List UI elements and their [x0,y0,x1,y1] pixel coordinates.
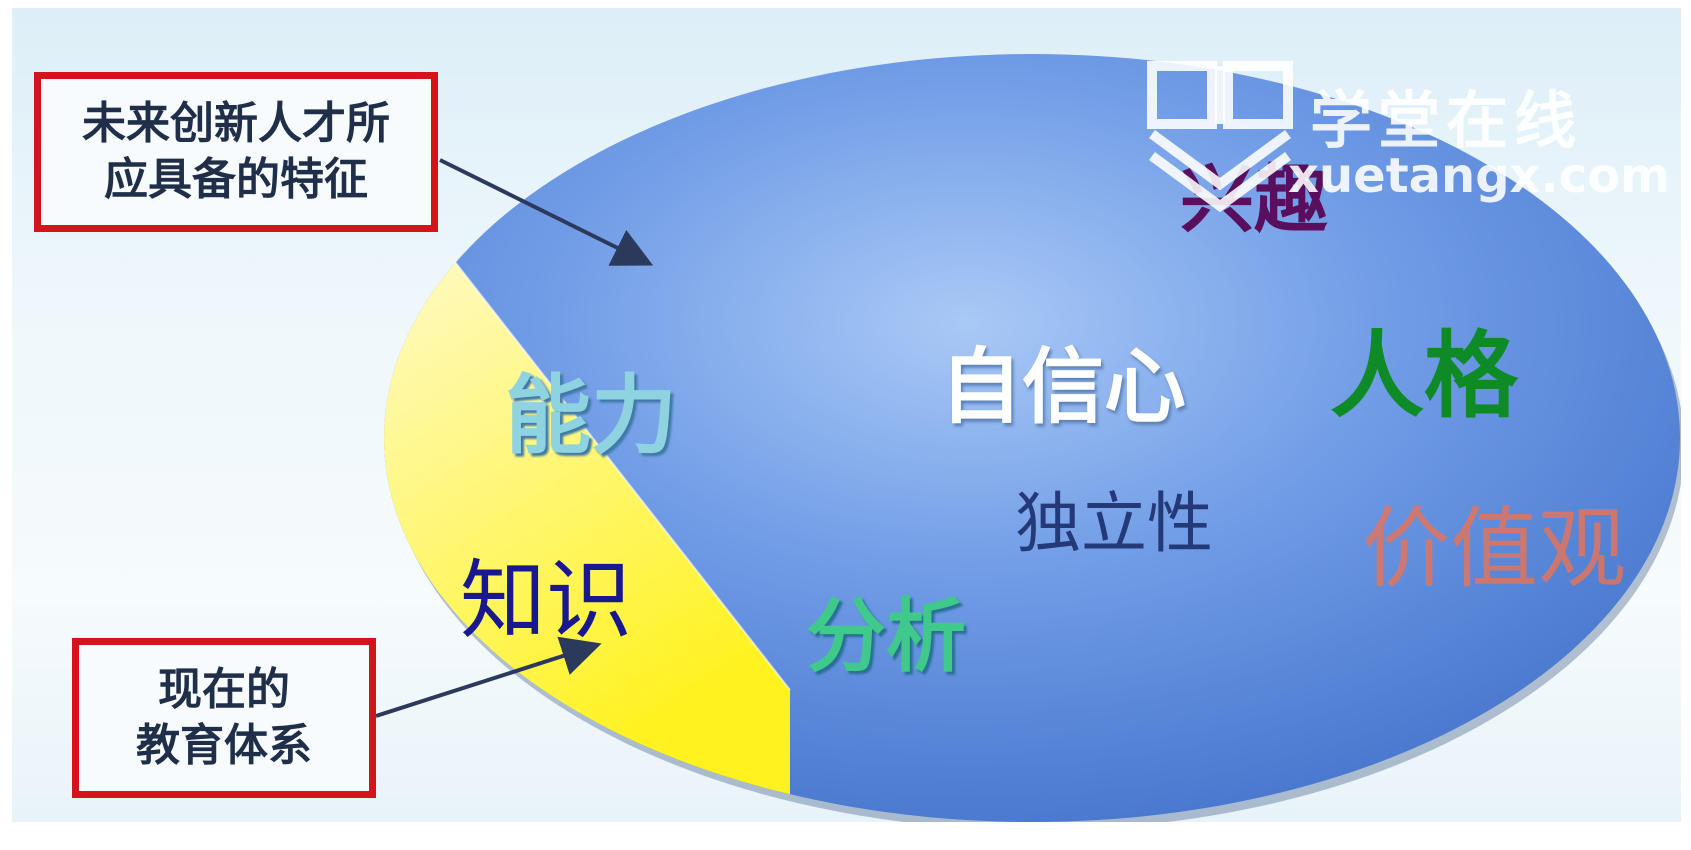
word-ability: 能力 [505,366,677,466]
frame-top-border [0,0,1691,8]
frame-left-border [0,0,12,850]
word-independence: 独立性 [1015,485,1213,562]
frame-bottom-border [0,822,1691,850]
education-label-line-2: 教育体系 [136,720,312,771]
word-analysis: 分析 [806,590,966,683]
frame-right-border [1681,0,1691,850]
education-arrow [375,636,602,718]
watermark-name: 学堂在线 [1310,84,1583,157]
future-label-line-2: 应具备的特征 [104,154,368,205]
word-confidence: 自信心 [940,340,1187,435]
xuetangx-watermark: 学堂在线 xuetangx.com [1140,52,1670,213]
future-talent-label-box: 未来创新人才所 应具备的特征 [34,72,438,232]
watermark-url: xuetangx.com [1288,148,1671,204]
future-label-line-1: 未来创新人才所 [82,98,390,149]
segment-divider [454,261,791,691]
word-knowledge: 知识 [460,551,632,651]
education-system-label-box: 现在的 教育体系 [72,638,376,798]
future-arrow [439,158,654,266]
education-label-line-1: 现在的 [158,664,290,715]
word-values: 价值观 [1362,497,1627,600]
word-personality: 人格 [1330,322,1519,431]
xuetangx-logo-icon [1147,61,1293,213]
